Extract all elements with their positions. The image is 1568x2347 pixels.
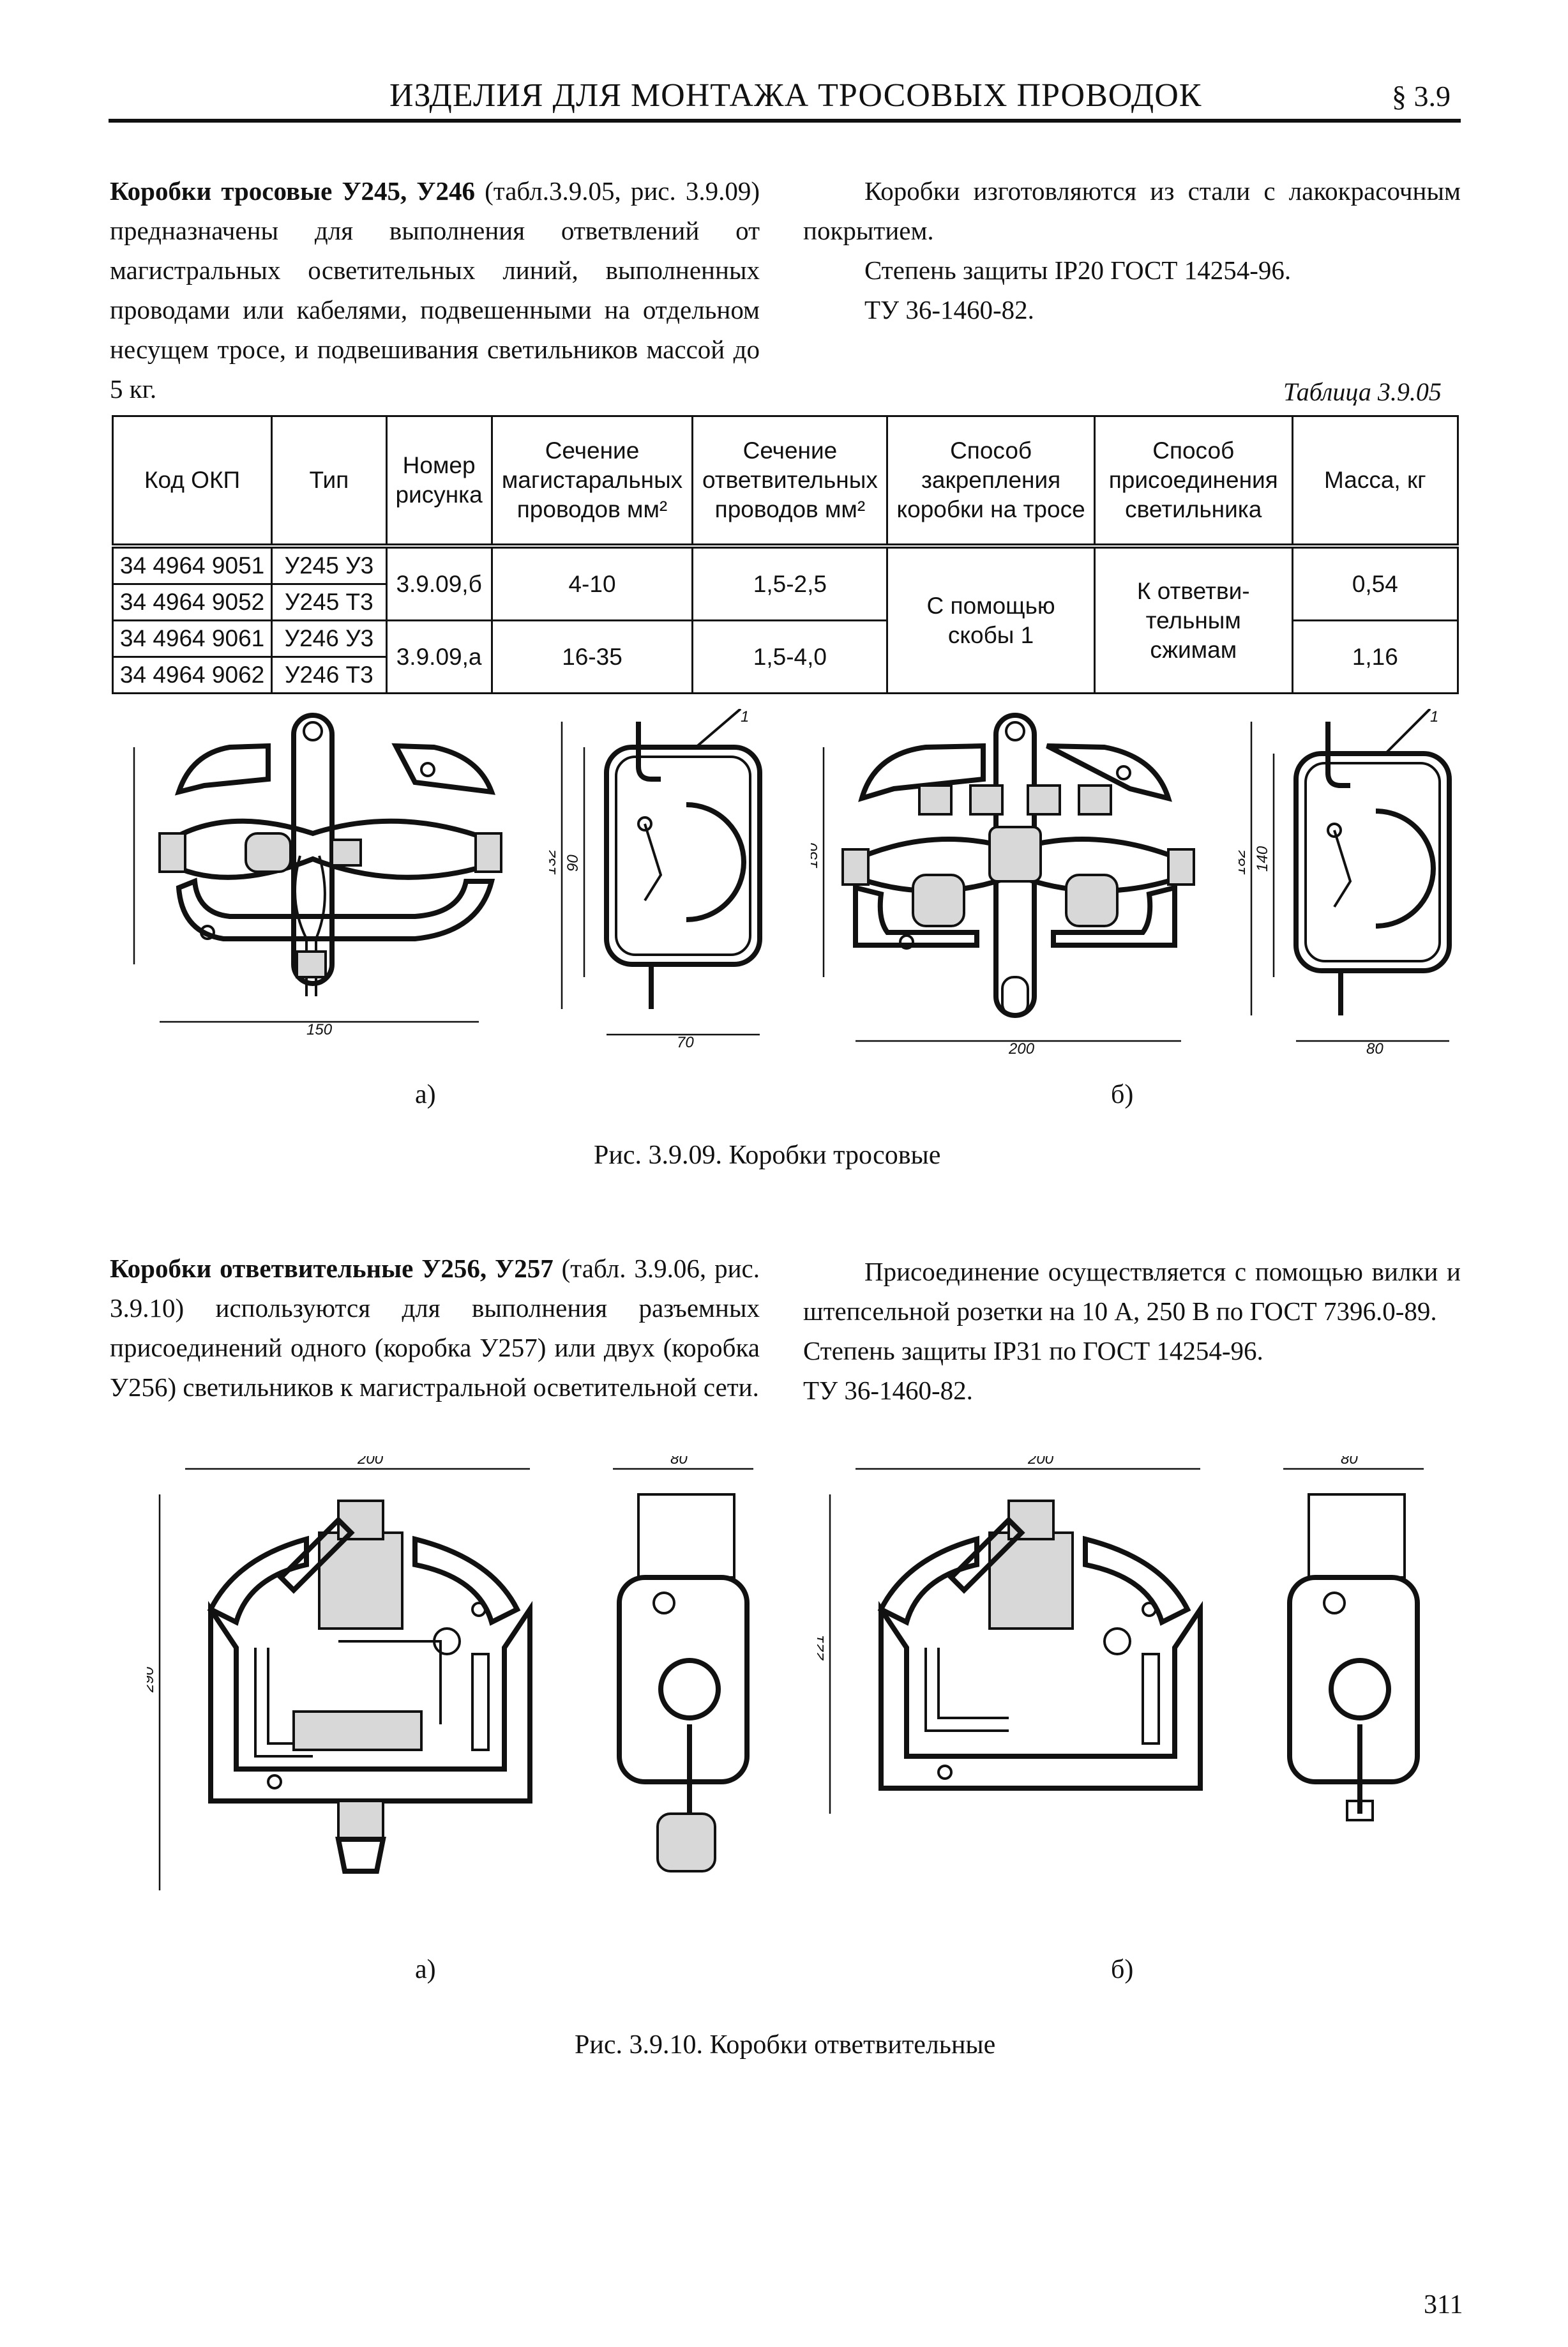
dim-height-a: 100 xyxy=(121,842,125,869)
branch-left-text: (табл. 3.9.06, рис. 3.9.10) используются… xyxy=(110,1254,760,1402)
figure-a-front-drawing: 100 150 xyxy=(121,713,502,1038)
okp-code-cell: 34 4964 9061 xyxy=(111,619,273,658)
branch-section-cell: 1,5-4,0 xyxy=(691,619,889,694)
intro-left-paragraph: Коробки тросовые У245, У246 (табл.3.9.05… xyxy=(110,171,760,409)
branch-right-paragraph: Присоединение осуществляется с помощью в… xyxy=(803,1252,1461,1410)
dim2-width-b: 200 xyxy=(1027,1456,1054,1468)
mass-cell: 0,54 xyxy=(1291,545,1459,621)
branch-section-cell: 1,5-2,5 xyxy=(691,545,889,621)
table-header-cell: Способ закрепления коробки на тросе xyxy=(886,415,1096,547)
dim-width-a: 150 xyxy=(306,1021,333,1038)
dim-side-width-b: 80 xyxy=(1366,1040,1383,1058)
figure1-label-a: а) xyxy=(415,1080,436,1109)
intro-left-text: (табл.3.9.05, рис. 3.9.09) предназначены… xyxy=(110,176,760,404)
table-row: 34 4964 9062 У246 Т3 xyxy=(111,656,1458,694)
figure2-b-side-drawing: 80 xyxy=(1283,1456,1424,1821)
figure2-label-b: б) xyxy=(1111,1955,1134,1984)
intro-right-paragraph: Коробки изготовляются из стали с лакокра… xyxy=(803,171,1461,330)
table-row: 34 4964 9051 У245 У3 3.9.09,б 4-10 1,5-2… xyxy=(111,545,1459,694)
running-header-title: ИЗДЕЛИЯ ДЛЯ МОНТАЖА ТРОСОВЫХ ПРОВОДОК xyxy=(389,77,1202,114)
figure2-caption: Рис. 3.9.10. Коробки ответвительные xyxy=(575,2030,996,2060)
table-row: 34 4964 9052 У245 Т3 xyxy=(111,583,1458,621)
spec-table: Код ОКП Тип Номер рисунка Сечение магист… xyxy=(111,415,1459,694)
figure2-a-front-drawing: 200 290 xyxy=(147,1456,532,1890)
main-section-cell: 4-10 xyxy=(490,545,694,621)
table-header-cell: Код ОКП xyxy=(111,415,273,547)
figure-b-front-drawing: 150 200 xyxy=(811,713,1195,1058)
dim-height-b: 150 xyxy=(811,842,821,869)
dim2-height-a: 290 xyxy=(147,1666,157,1693)
dim-side-outer-a: 132 xyxy=(549,849,559,875)
type-cell: У246 Т3 xyxy=(271,656,388,694)
figure-cell: 3.9.09,б xyxy=(385,545,493,621)
intro-right-line-2: Степень защиты IP20 ГОСТ 14254-96. xyxy=(864,255,1292,285)
branch-right-line-2: Степень защиты IP31 по ГОСТ 14254-96. xyxy=(803,1336,1263,1365)
dim2-side-width-a: 80 xyxy=(670,1456,688,1468)
table-header-cell: Масса, кг xyxy=(1291,415,1459,547)
figure1-label-b: б) xyxy=(1111,1080,1134,1109)
fixing-method-cell: С помощью скобы 1 xyxy=(886,545,1096,694)
branch-bold-lead: Коробки ответвительные У256, У257 xyxy=(110,1254,554,1283)
branch-right-line-3: ТУ 36-1460-82. xyxy=(803,1376,973,1405)
okp-code-cell: 34 4964 9051 xyxy=(111,545,273,585)
figure2-b-front-drawing: 200 221 xyxy=(817,1456,1203,1814)
figure-a-side-drawing: 132 90 1 70 xyxy=(549,709,762,1051)
callout-1-a: 1 xyxy=(741,709,749,725)
type-cell: У246 У3 xyxy=(271,619,388,658)
table-header-cell: Сечение ответвительных проводов мм² xyxy=(691,415,889,547)
dim-side-inner-a: 90 xyxy=(564,854,582,872)
type-cell: У245 Т3 xyxy=(271,583,388,621)
mass-cell: 1,16 xyxy=(1291,619,1459,694)
table-header-cell: Тип xyxy=(271,415,388,547)
table-header-cell: Сечение магистаральных проводов мм² xyxy=(490,415,694,547)
dim-width-b: 200 xyxy=(1008,1040,1035,1058)
main-section-cell: 16-35 xyxy=(490,619,694,694)
dim-side-inner-b: 140 xyxy=(1254,846,1271,872)
intro-right-line-3: ТУ 36-1460-82. xyxy=(864,295,1034,324)
okp-code-cell: 34 4964 9052 xyxy=(111,583,273,621)
intro-right-line-1: Коробки изготовляются из стали с лакокра… xyxy=(803,176,1461,245)
callout-1-b: 1 xyxy=(1430,709,1438,725)
dim-side-outer-b: 182 xyxy=(1239,849,1249,875)
figure1-caption: Рис. 3.9.09. Коробки тросовые xyxy=(594,1141,941,1170)
dim2-height-b: 221 xyxy=(817,1635,827,1661)
table-header-cell: Номер рисунка xyxy=(385,415,493,547)
header-rule xyxy=(109,119,1461,123)
figure-b-side-drawing: 182 140 1 80 xyxy=(1239,709,1452,1058)
section-number: § 3.9 xyxy=(1392,80,1451,112)
page-number: 311 xyxy=(1424,2290,1463,2320)
branch-left-paragraph: Коробки ответвительные У256, У257 (табл.… xyxy=(110,1249,760,1407)
dim-side-width-a: 70 xyxy=(677,1034,694,1051)
type-cell: У245 У3 xyxy=(271,545,388,585)
table-header-row: Код ОКП Тип Номер рисунка Сечение магист… xyxy=(111,415,1459,547)
connection-method-cell: К ответви-тельным сжимам xyxy=(1093,545,1293,694)
table-row: 34 4964 9061 У246 У3 3.9.09,а 16-35 1,5-… xyxy=(111,619,1459,694)
okp-code-cell: 34 4964 9062 xyxy=(111,656,273,694)
table-caption: Таблица 3.9.05 xyxy=(1283,377,1442,406)
figure2-a-side-drawing: 80 xyxy=(613,1456,753,1872)
dim2-width-a: 200 xyxy=(357,1456,384,1468)
branch-right-line-1: Присоединение осуществляется с помощью в… xyxy=(803,1257,1461,1326)
figure2-label-a: а) xyxy=(415,1955,436,1984)
figure-cell: 3.9.09,а xyxy=(385,619,493,694)
dim2-side-width-b: 80 xyxy=(1341,1456,1358,1468)
intro-bold-lead: Коробки тросовые У245, У246 xyxy=(110,176,476,206)
table-header-cell: Способ присоединения светильника xyxy=(1093,415,1293,547)
